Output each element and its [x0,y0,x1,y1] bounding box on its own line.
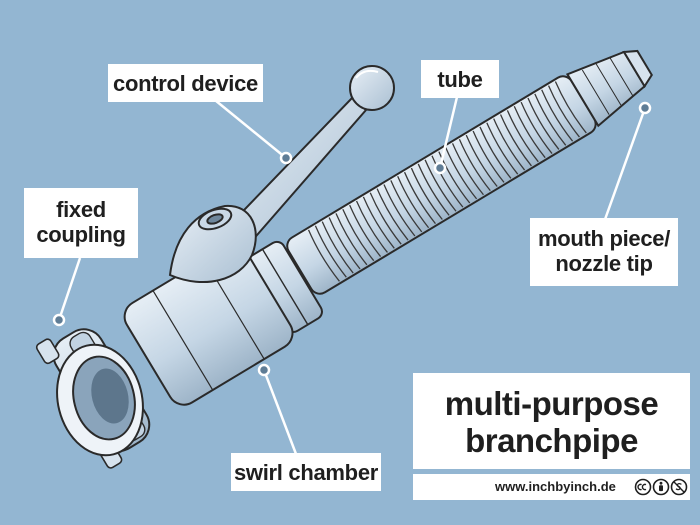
title-line2: branchpipe [465,422,638,459]
tube-rib [499,114,532,167]
tube-rib [472,130,505,183]
noncommercial-icon [670,478,688,496]
tube-rib [424,159,457,212]
tube-rib [486,122,519,175]
label-mouth-piece-line2: nozzle tip [555,251,653,276]
tube-rib [417,163,450,216]
tube-body [286,49,653,295]
tube-rib [403,171,436,225]
tube-rib [328,217,361,270]
tube-rib [520,101,553,154]
label-swirl-chamber-text: swirl chamber [233,460,379,485]
label-control-device-text: control device [113,71,258,96]
label-fixed-coupling: fixed coupling [24,188,138,258]
tube-rib [554,81,587,134]
tube-rib [458,138,491,192]
tube-rib [307,229,340,282]
tube-rib [397,176,430,229]
tube-rib [438,151,471,204]
cc-icon [634,478,652,496]
tube-rib [493,118,526,171]
label-fixed-coupling-line1: fixed [56,197,106,222]
license-icons[interactable] [634,478,688,496]
label-control-device: control device [108,64,263,102]
tube-rib [445,147,478,200]
control-lever [218,65,395,252]
tube-rib [534,93,567,146]
tube-rib [431,155,464,208]
tube-rib [349,204,382,257]
footer: www.inchbyinch.de [413,474,690,500]
tube-rib [335,213,368,266]
tube-rib [362,196,395,249]
label-tube-text: tube [437,67,483,92]
tube-rib [479,126,512,179]
tube-rib [369,192,402,245]
coupling-opening [56,343,144,457]
tube-rib [513,105,546,159]
label-mouth-piece: mouth piece/ nozzle tip [530,218,678,286]
label-tube: tube [421,60,499,98]
label-fixed-coupling-line2: coupling [36,222,126,247]
leader-lines [57,95,647,455]
tube-rib [383,184,416,237]
tube-rib [355,200,388,253]
title-box: multi-purpose branchpipe [413,373,690,469]
attribution-icon [652,478,670,496]
tube-rib [465,134,498,187]
tube-rib [451,143,484,196]
tube-rib [314,225,347,278]
website-link[interactable]: www.inchbyinch.de [495,479,616,494]
tube-rib [376,188,409,241]
tube-rib [321,221,354,274]
label-mouth-piece-line1: mouth piece/ [537,226,671,251]
title-line1: multi-purpose [444,385,659,422]
tube-rib [541,89,574,142]
tube-rib [527,97,560,150]
valve-knob [168,204,257,283]
tube-rib [547,85,580,138]
tube-rib [390,180,423,233]
label-swirl-chamber: swirl chamber [231,453,381,491]
tube-rib [410,167,443,220]
leader-dots [52,101,652,377]
tube-rib [506,110,539,163]
tube-rib [342,209,375,262]
